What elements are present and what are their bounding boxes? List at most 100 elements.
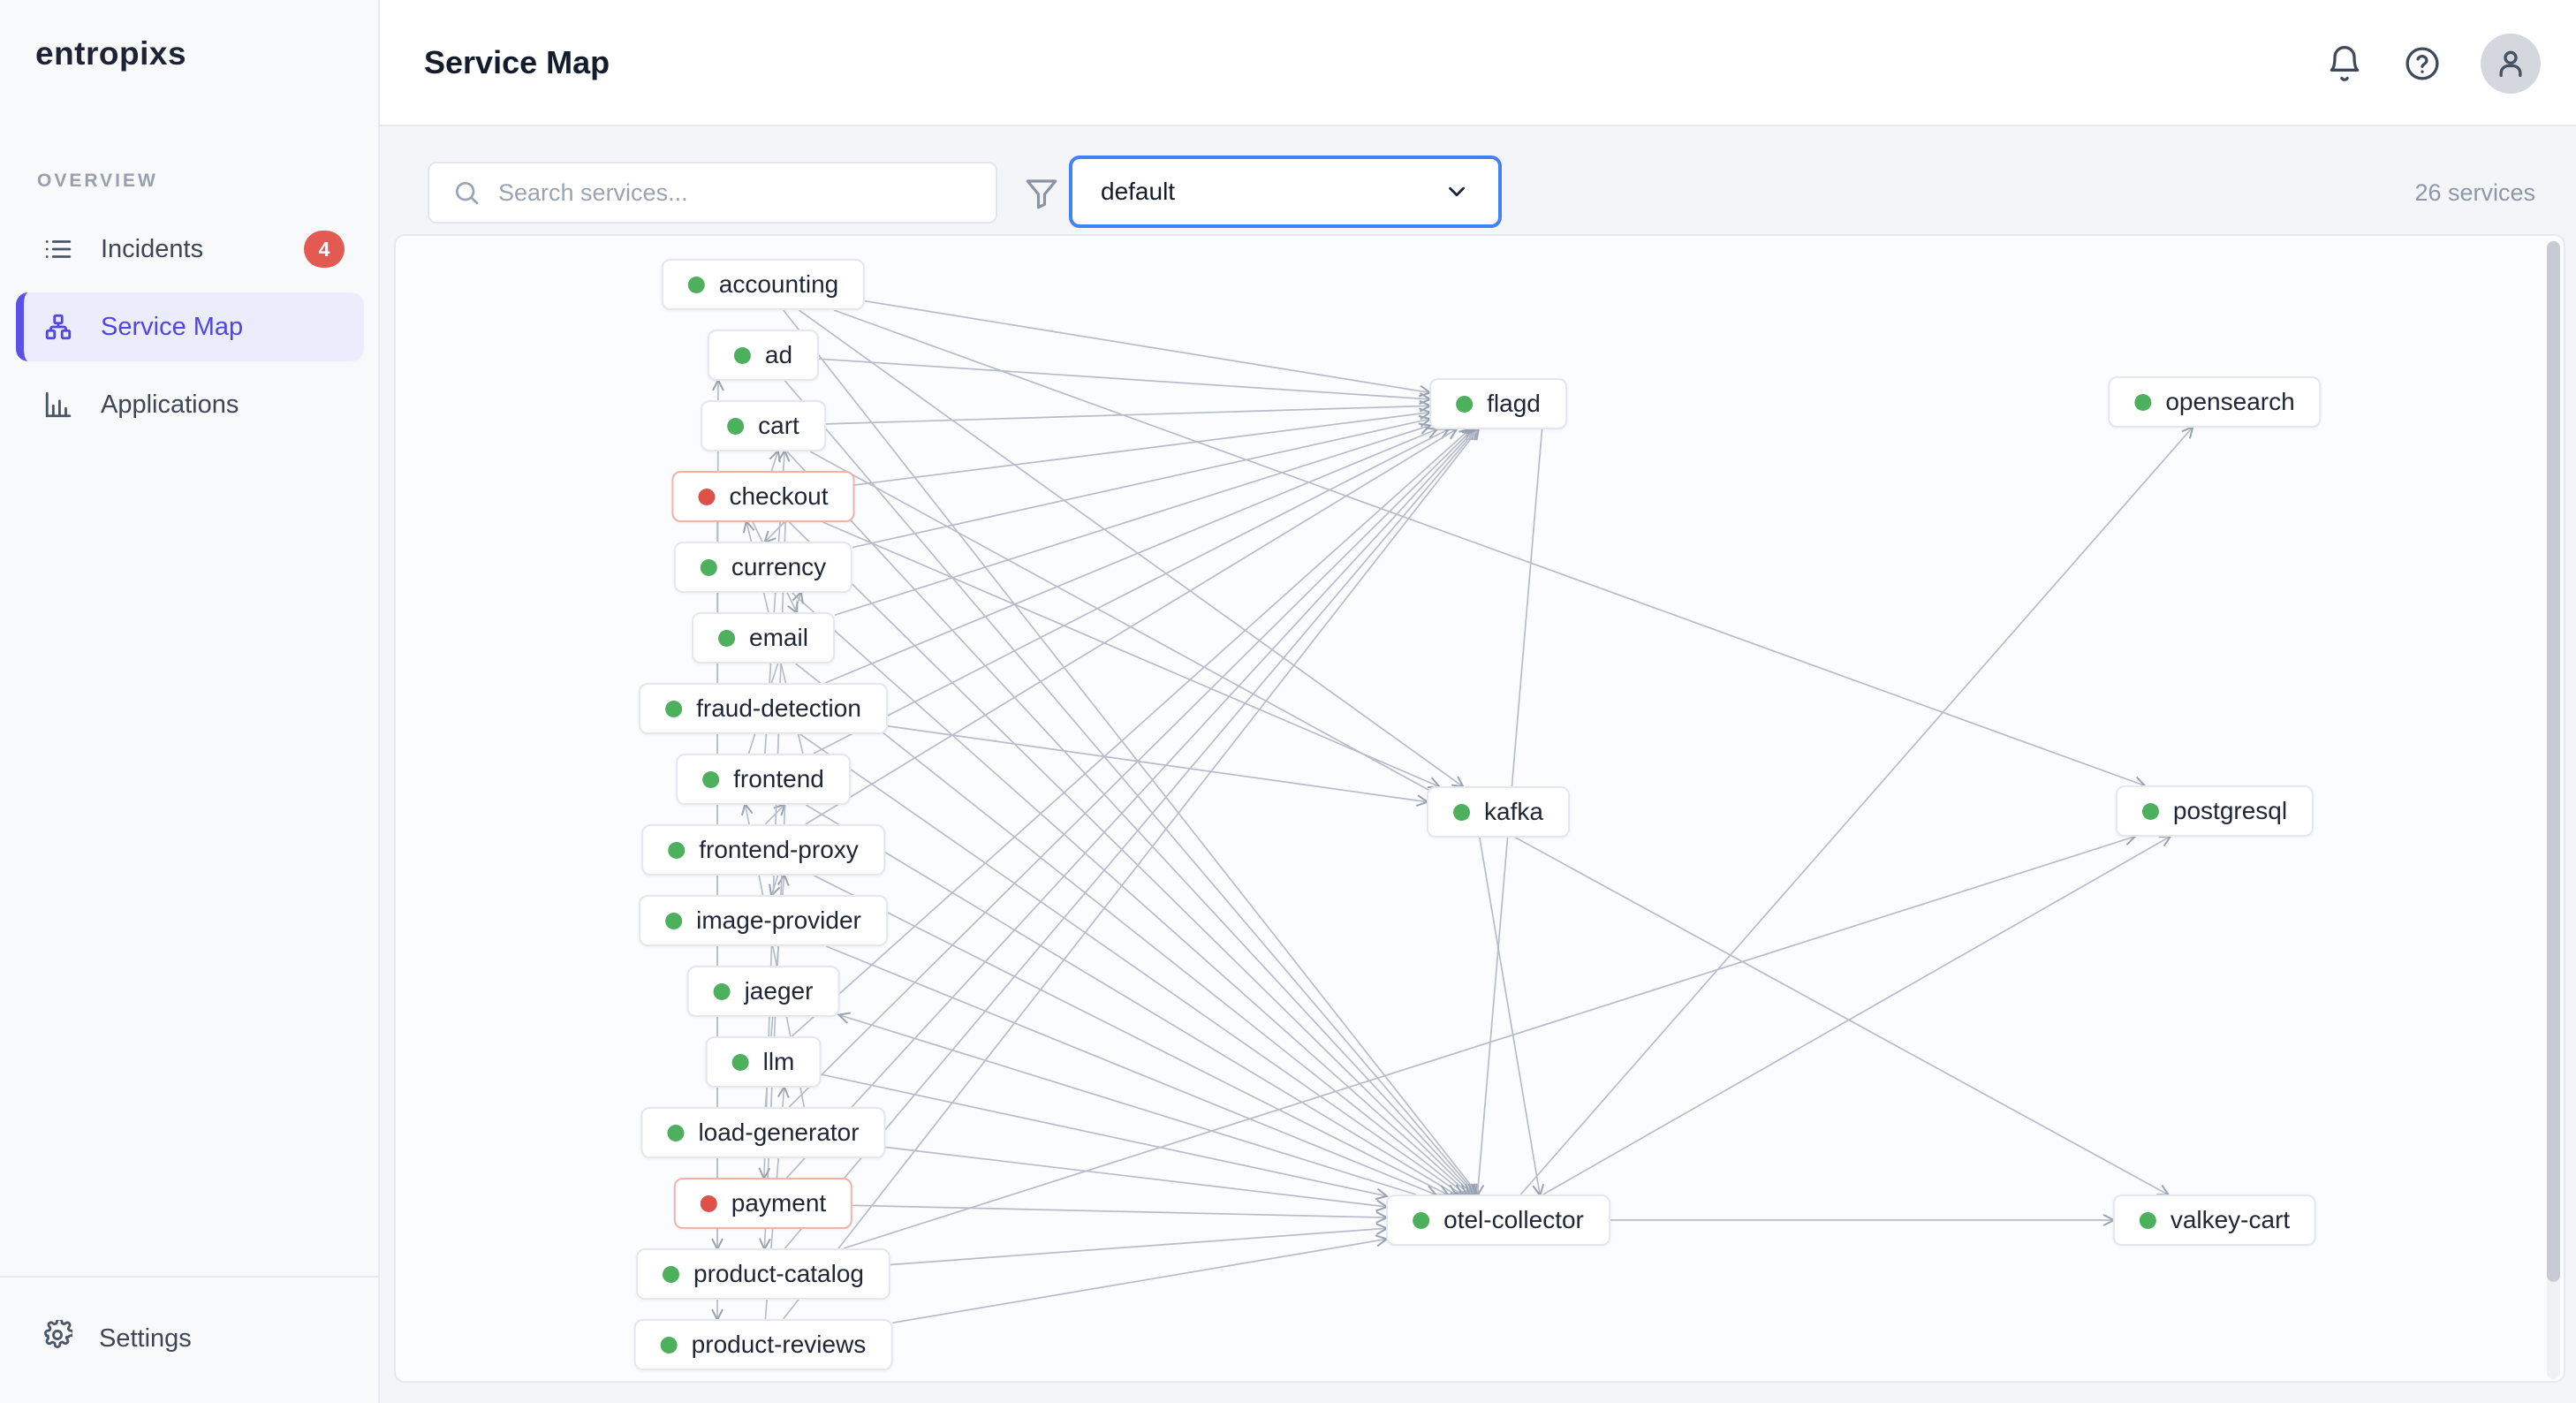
sidebar-footer: Settings (0, 1276, 378, 1403)
status-dot-healthy (667, 1124, 685, 1141)
bar-chart-icon (42, 389, 74, 421)
search-box (428, 162, 997, 224)
service-node-label: cart (758, 412, 799, 439)
sidebar-item-incidents[interactable]: Incidents 4 (16, 215, 364, 284)
service-node-label: load-generator (698, 1119, 860, 1146)
incidents-count-badge: 4 (304, 231, 345, 268)
user-avatar[interactable] (2481, 33, 2541, 94)
service-node-label: ad (764, 341, 793, 368)
service-node-jaeger[interactable]: jaeger (686, 966, 840, 1017)
service-node-product-catalog[interactable]: product-catalog (635, 1248, 891, 1300)
status-dot-healthy (1413, 1211, 1430, 1229)
status-dot-healthy (1456, 395, 1474, 413)
chevron-down-icon (1443, 178, 1470, 205)
service-node-otel-collector[interactable]: otel-collector (1386, 1194, 1610, 1246)
service-node-label: otel-collector (1443, 1206, 1584, 1233)
vertical-scrollbar[interactable] (2547, 241, 2560, 1379)
service-node-ad[interactable]: ad (707, 330, 820, 381)
environment-select[interactable]: default (1069, 155, 1502, 228)
header: Service Map (380, 0, 2576, 126)
status-dot-healthy (2139, 1211, 2156, 1229)
environment-selected-value: default (1101, 178, 1176, 205)
status-dot-error (700, 1194, 717, 1212)
status-dot-healthy (733, 346, 751, 364)
status-dot-healthy (668, 841, 686, 859)
status-dot-healthy (1453, 803, 1471, 821)
search-icon (452, 178, 481, 207)
service-node-checkout[interactable]: checkout (671, 471, 855, 522)
sidebar-item-label: Applications (101, 390, 239, 419)
status-dot-healthy (727, 417, 745, 435)
header-actions (2325, 0, 2541, 126)
settings-label: Settings (99, 1323, 192, 1353)
status-dot-healthy (660, 1336, 678, 1354)
service-node-label: jaeger (744, 977, 814, 1005)
status-dot-healthy (665, 700, 683, 717)
service-node-kafka[interactable]: kafka (1427, 786, 1570, 838)
sidebar-nav: Incidents 4 Service Map Applic (16, 215, 364, 439)
services-count: 26 services (2414, 179, 2535, 206)
status-dot-healthy (662, 1265, 679, 1283)
vertical-scrollbar-thumb[interactable] (2547, 241, 2560, 1282)
list-icon (42, 233, 74, 265)
service-node-label: valkey-cart (2170, 1206, 2291, 1233)
status-dot-healthy (665, 912, 683, 929)
status-dot-healthy (700, 558, 717, 576)
service-node-flagd[interactable]: flagd (1429, 378, 1567, 429)
service-node-opensearch[interactable]: opensearch (2108, 376, 2322, 428)
status-dot-healthy (2134, 393, 2152, 411)
hierarchy-icon (42, 311, 74, 343)
gear-icon (42, 1317, 75, 1357)
service-node-label: flagd (1487, 390, 1541, 417)
sidebar-item-label: Incidents (101, 234, 204, 263)
service-node-label: product-catalog (693, 1260, 865, 1287)
service-node-valkey-cart[interactable]: valkey-cart (2112, 1194, 2317, 1246)
service-node-label: accounting (718, 270, 839, 298)
service-node-frontend[interactable]: frontend (676, 754, 851, 805)
service-node-postgresql[interactable]: postgresql (2115, 785, 2315, 837)
service-node-label: payment (731, 1189, 827, 1217)
service-node-label: fraud-detection (696, 694, 861, 722)
help-icon[interactable] (2403, 44, 2442, 83)
service-map-canvas: accounting ad cart checkout currency email fra… (394, 234, 2565, 1383)
service-node-label: product-reviews (691, 1331, 867, 1358)
service-node-load-generator[interactable]: load-generator (640, 1107, 886, 1158)
sidebar-item-label: Service Map (101, 312, 244, 341)
service-node-label: postgresql (2172, 797, 2288, 824)
service-node-label: currency (731, 553, 827, 580)
service-node-email[interactable]: email (692, 612, 835, 664)
service-map-edges (711, 300, 2194, 1324)
search-input[interactable] (496, 178, 973, 208)
sidebar-item-applications[interactable]: Applications (16, 370, 364, 439)
service-node-product-reviews[interactable]: product-reviews (633, 1319, 893, 1370)
service-node-label: llm (762, 1048, 795, 1075)
service-node-image-provider[interactable]: image-provider (639, 895, 888, 946)
status-dot-healthy (718, 629, 736, 647)
service-node-label: image-provider (696, 906, 861, 934)
service-node-label: frontend-proxy (699, 836, 859, 863)
service-node-label: checkout (729, 482, 829, 510)
service-node-payment[interactable]: payment (673, 1178, 853, 1229)
page-title: Service Map (424, 44, 610, 80)
app-logo: entropixs (35, 35, 187, 72)
sidebar-item-settings[interactable]: Settings (16, 1304, 364, 1373)
service-node-cart[interactable]: cart (701, 400, 826, 451)
service-node-label: opensearch (2165, 388, 2295, 415)
funnel-icon[interactable] (1023, 175, 1060, 212)
service-node-label: kafka (1484, 798, 1543, 825)
status-dot-error (698, 488, 716, 505)
status-dot-healthy (731, 1053, 749, 1071)
sidebar-item-service-map[interactable]: Service Map (16, 292, 364, 361)
status-dot-healthy (2141, 802, 2159, 820)
status-dot-healthy (702, 770, 720, 788)
service-node-currency[interactable]: currency (673, 542, 853, 593)
bell-icon[interactable] (2325, 44, 2364, 83)
service-node-llm[interactable]: llm (705, 1036, 822, 1088)
service-node-label: frontend (733, 765, 824, 793)
service-node-label: email (749, 624, 808, 651)
service-node-fraud-detection[interactable]: fraud-detection (639, 683, 888, 734)
service-node-accounting[interactable]: accounting (661, 259, 866, 310)
service-node-frontend-proxy[interactable]: frontend-proxy (641, 824, 885, 876)
sidebar-section-label: OVERVIEW (37, 171, 158, 191)
sidebar: entropixs OVERVIEW Incidents 4 (0, 0, 380, 1403)
